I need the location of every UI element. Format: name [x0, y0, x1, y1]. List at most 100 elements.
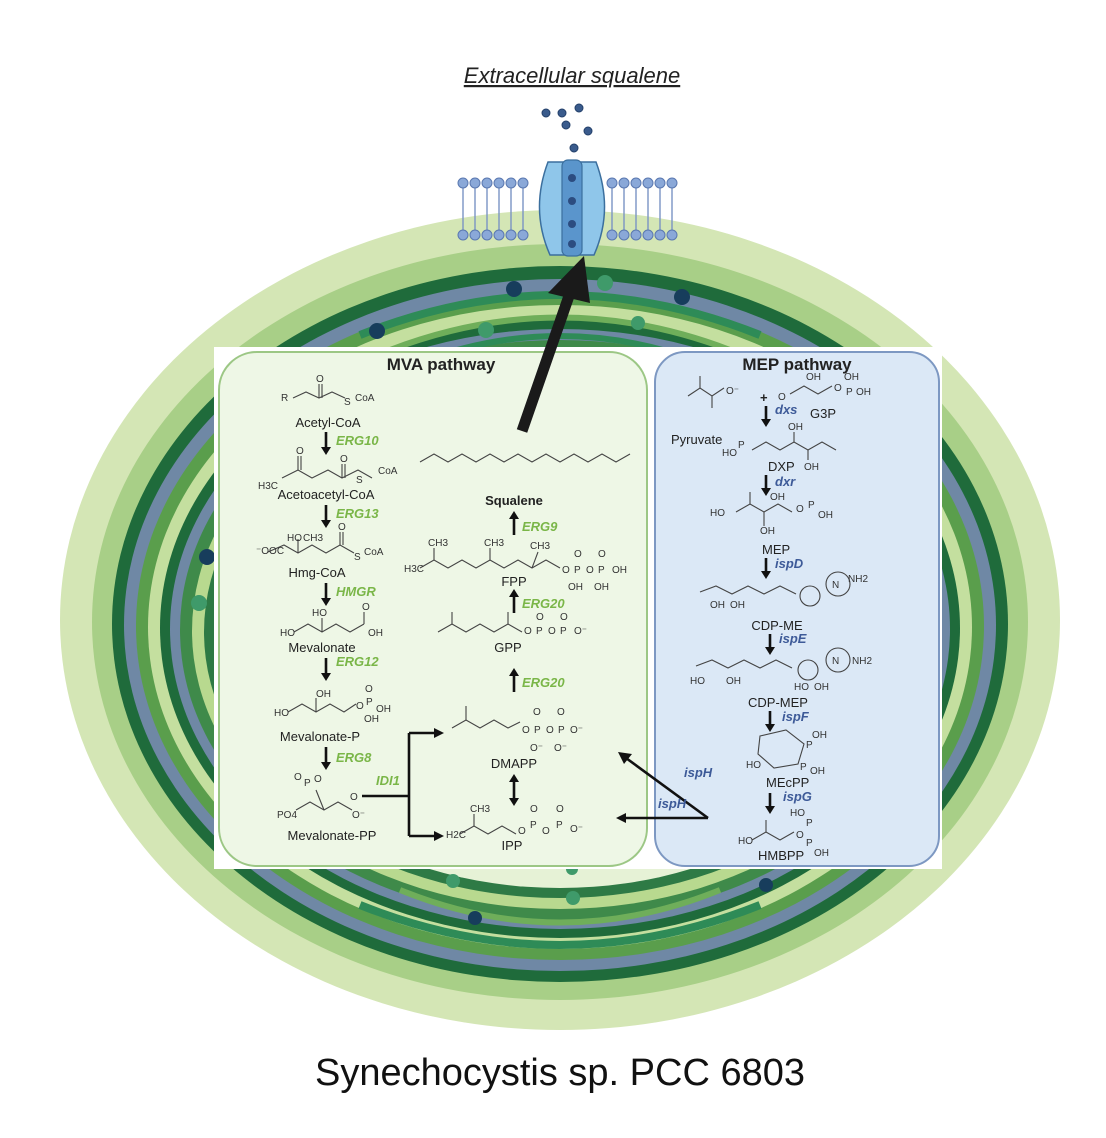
mevalonate-pp-structure: PO4 O P O O⁻ O	[277, 772, 365, 821]
g3p-label: G3P	[810, 406, 836, 421]
svg-text:HO: HO	[312, 608, 327, 619]
svg-text:CH3: CH3	[303, 533, 323, 544]
arrow-erg10	[321, 432, 331, 455]
svg-text:OH: OH	[726, 676, 741, 687]
svg-text:CoA: CoA	[378, 466, 398, 477]
mva-title: MVA pathway	[387, 355, 496, 374]
svg-text:OH: OH	[818, 510, 833, 521]
enzyme-dxr: dxr	[775, 474, 796, 489]
svg-text:O: O	[356, 701, 364, 712]
svg-text:P: P	[806, 838, 813, 849]
mva-pathway-box	[218, 351, 648, 867]
svg-text:O: O	[598, 549, 606, 560]
dxp-label: DXP	[768, 459, 795, 474]
svg-text:O: O	[350, 792, 358, 803]
svg-text:NH2: NH2	[848, 574, 868, 585]
svg-text:OH: OH	[814, 682, 829, 693]
enzyme-isph-dmapp: ispH	[684, 765, 713, 780]
svg-text:N: N	[832, 580, 839, 591]
enzyme-ispg: ispG	[783, 789, 812, 804]
svg-text:CH3: CH3	[428, 538, 448, 549]
svg-text:O: O	[834, 383, 842, 394]
svg-text:HO: HO	[274, 708, 289, 719]
arrow-dxr	[761, 475, 771, 496]
svg-text:OH: OH	[814, 848, 829, 859]
svg-text:O⁻: O⁻	[570, 824, 583, 835]
svg-text:HO: HO	[280, 628, 295, 639]
svg-text:O⁻: O⁻	[574, 626, 587, 637]
svg-text:NH2: NH2	[852, 656, 872, 667]
arrow-ispe	[765, 634, 775, 655]
svg-text:OH: OH	[612, 565, 627, 576]
arrow-dxs	[761, 406, 771, 427]
branch-arrows	[362, 728, 444, 841]
export-arrow	[516, 256, 590, 433]
ipp-structure: H2C CH3 O P O P O⁻ O O	[446, 804, 583, 841]
svg-text:S: S	[356, 475, 363, 486]
svg-text:P: P	[366, 697, 373, 708]
organism-caption: Synechocystis sp. PCC 6803	[315, 1052, 805, 1094]
svg-text:HO: HO	[710, 508, 725, 519]
svg-text:OH: OH	[856, 387, 871, 398]
g3p-structure: OH O O P OH OH	[778, 372, 871, 403]
svg-text:P: P	[738, 440, 745, 451]
svg-text:O: O	[314, 774, 322, 785]
dmapp-label: DMAPP	[491, 756, 537, 771]
svg-text:CoA: CoA	[355, 393, 375, 404]
svg-text:OH: OH	[804, 462, 819, 473]
svg-text:OH: OH	[568, 582, 583, 593]
mep-pathway-box	[654, 351, 940, 867]
svg-text:S: S	[354, 552, 361, 563]
mevalonate-p-label: Mevalonate-P	[280, 729, 360, 744]
svg-text:R: R	[281, 393, 288, 404]
svg-text:OH: OH	[760, 526, 775, 537]
mep-title: MEP pathway	[742, 355, 852, 374]
svg-text:HO: HO	[794, 682, 809, 693]
svg-text:O: O	[518, 826, 526, 837]
svg-text:O: O	[294, 772, 302, 783]
dmapp-ipp-equilibrium	[509, 774, 519, 806]
svg-text:O: O	[778, 392, 786, 403]
svg-text:P: P	[846, 387, 853, 398]
mevalonate-label: Mevalonate	[288, 640, 355, 655]
svg-text:O: O	[796, 830, 804, 841]
fpp-label: FPP	[501, 574, 526, 589]
svg-text:O⁻: O⁻	[530, 743, 543, 754]
arrow-hmgr	[321, 583, 331, 606]
svg-text:O: O	[556, 804, 564, 815]
cdp-me-label: CDP-ME	[751, 618, 803, 633]
svg-text:CoA: CoA	[364, 547, 384, 558]
svg-text:O: O	[560, 612, 568, 623]
arrow-erg9	[509, 511, 519, 535]
enzyme-erg10: ERG10	[336, 433, 379, 448]
svg-text:CH3: CH3	[470, 804, 490, 815]
mep-structure: HO OH OH O P OH	[710, 492, 833, 537]
enzyme-erg20-lower: ERG20	[522, 675, 565, 690]
svg-text:O⁻: O⁻	[726, 386, 739, 397]
mecpp-label: MEcPP	[766, 775, 809, 790]
svg-text:O: O	[296, 446, 304, 457]
svg-text:O: O	[338, 522, 346, 533]
isph-arrows	[616, 752, 709, 823]
cdp-mep-label: CDP-MEP	[748, 695, 808, 710]
svg-text:O: O	[548, 626, 556, 637]
enzyme-erg12: ERG12	[336, 654, 379, 669]
squalene-molecules	[541, 103, 593, 153]
svg-text:O: O	[562, 565, 570, 576]
svg-text:O: O	[557, 707, 565, 718]
hmbpp-label: HMBPP	[758, 848, 804, 863]
svg-text:OH: OH	[730, 600, 745, 611]
svg-text:H3C: H3C	[404, 564, 424, 575]
svg-text:O: O	[524, 626, 532, 637]
svg-text:OH: OH	[770, 492, 785, 503]
acetoacetyl-coa-structure: H3C O O S CoA	[258, 446, 398, 492]
arrow-ispd	[761, 558, 771, 579]
svg-text:O: O	[586, 565, 594, 576]
svg-text:O⁻: O⁻	[554, 743, 567, 754]
fpp-structure: H3C CH3 CH3 CH3 O P O P OH O O OH OH	[404, 538, 627, 593]
acetyl-coa-structure: R O S CoA	[281, 374, 375, 408]
svg-text:OH: OH	[594, 582, 609, 593]
efflux-pump	[538, 159, 606, 257]
svg-text:P: P	[560, 626, 567, 637]
enzyme-erg9: ERG9	[522, 519, 558, 534]
